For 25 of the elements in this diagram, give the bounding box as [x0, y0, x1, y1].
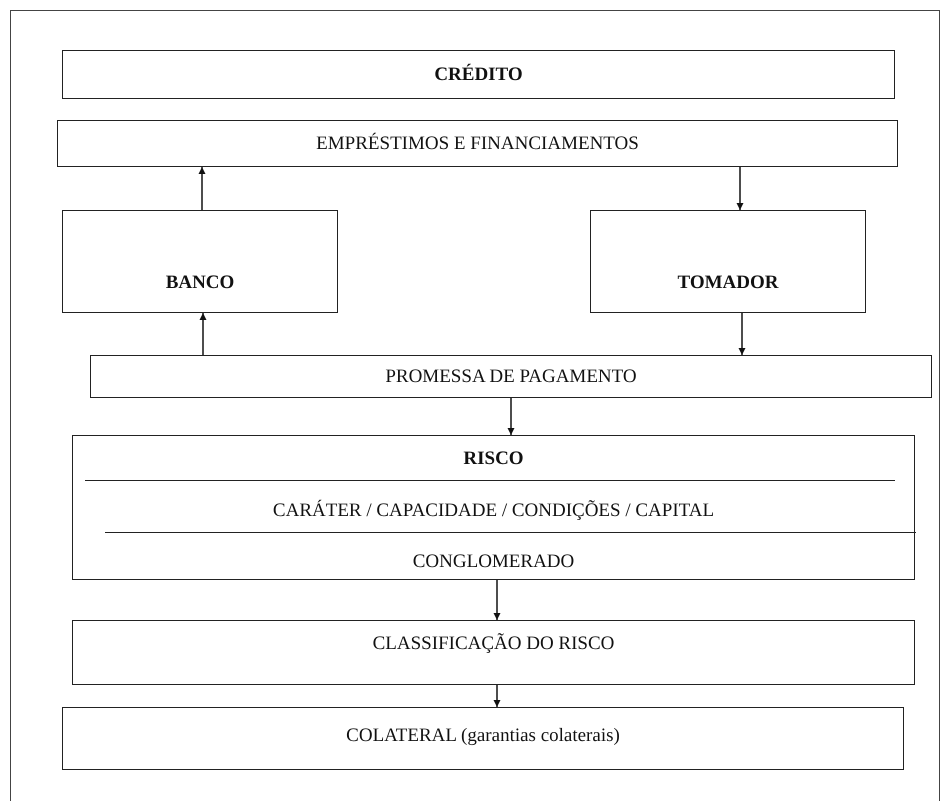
- process-box: [90, 355, 932, 398]
- arrow: [200, 313, 206, 355]
- box-title: EMPRÉSTIMOS E FINANCIAMENTOS: [316, 132, 639, 154]
- box-title: RISCO: [463, 448, 524, 470]
- process-box: [62, 707, 904, 770]
- box-title: PROMESSA DE PAGAMENTO: [385, 366, 637, 388]
- arrow: [736, 167, 744, 210]
- box-text: CARÁTER / CAPACIDADE / CONDIÇÕES / CAPITAL: [272, 500, 714, 522]
- box-title: BANCO: [166, 272, 234, 294]
- box-title: CLASSIFICAÇÃO DO RISCO: [372, 633, 614, 655]
- box-title: COLATERAL (garantias colaterais): [346, 724, 620, 746]
- process-box: [590, 210, 866, 313]
- box-title: CRÉDITO: [434, 64, 523, 86]
- process-box: [72, 435, 915, 580]
- box-text: CONGLOMERADO: [412, 551, 574, 573]
- box-title: TOMADOR: [678, 272, 778, 294]
- arrow: [198, 167, 206, 210]
- arrow: [494, 685, 500, 707]
- process-box: [57, 120, 898, 167]
- arrow: [508, 398, 514, 435]
- process-box: [72, 620, 915, 685]
- arrow: [738, 313, 746, 355]
- arrow: [494, 580, 500, 620]
- process-box: [62, 210, 338, 313]
- process-box: [62, 50, 895, 99]
